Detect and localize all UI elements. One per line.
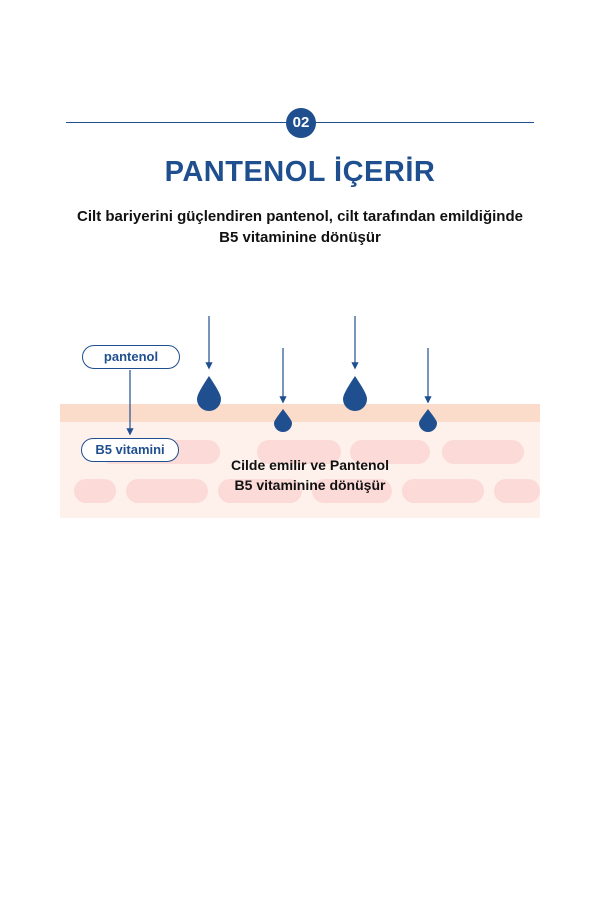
subtitle-line-1: Cilt bariyerini güçlendiren pantenol, ci… (77, 208, 523, 225)
divider-line-left (66, 122, 286, 123)
skin-layers (60, 404, 540, 518)
skin-cell (312, 479, 392, 503)
water-drop-icon (274, 409, 292, 432)
caption-line-2: B5 vitaminine dönüşür (234, 477, 386, 493)
skin-cell (350, 440, 430, 464)
water-drop-icon (419, 409, 437, 432)
skin-surface-layer (60, 404, 540, 422)
skin-cell (402, 479, 484, 503)
divider-line-right (316, 122, 534, 123)
skin-cell (442, 440, 524, 464)
caption-line-1: Cilde emilir ve Pantenol (231, 457, 389, 473)
skin-cell (218, 479, 302, 503)
subtitle-line-2: B5 vitaminine dönüşür (219, 229, 381, 246)
skin-cell (494, 479, 540, 503)
water-drop-icon (343, 376, 367, 411)
subtitle: Cilt bariyerini güçlendiren pantenol, ci… (40, 206, 560, 248)
page-title: PANTENOL İÇERİR (164, 156, 436, 188)
skin-cell (257, 440, 341, 464)
step-number-badge: 02 (286, 108, 316, 138)
b5-vitamin-label: B5 vitamini (81, 438, 179, 462)
diagram-caption: Cilde emilir ve Pantenol B5 vitaminine d… (210, 455, 410, 495)
skin-cell (126, 479, 208, 503)
skin-cell (74, 479, 116, 503)
water-drop-icon (197, 376, 221, 411)
pantenol-label: pantenol (82, 345, 180, 369)
